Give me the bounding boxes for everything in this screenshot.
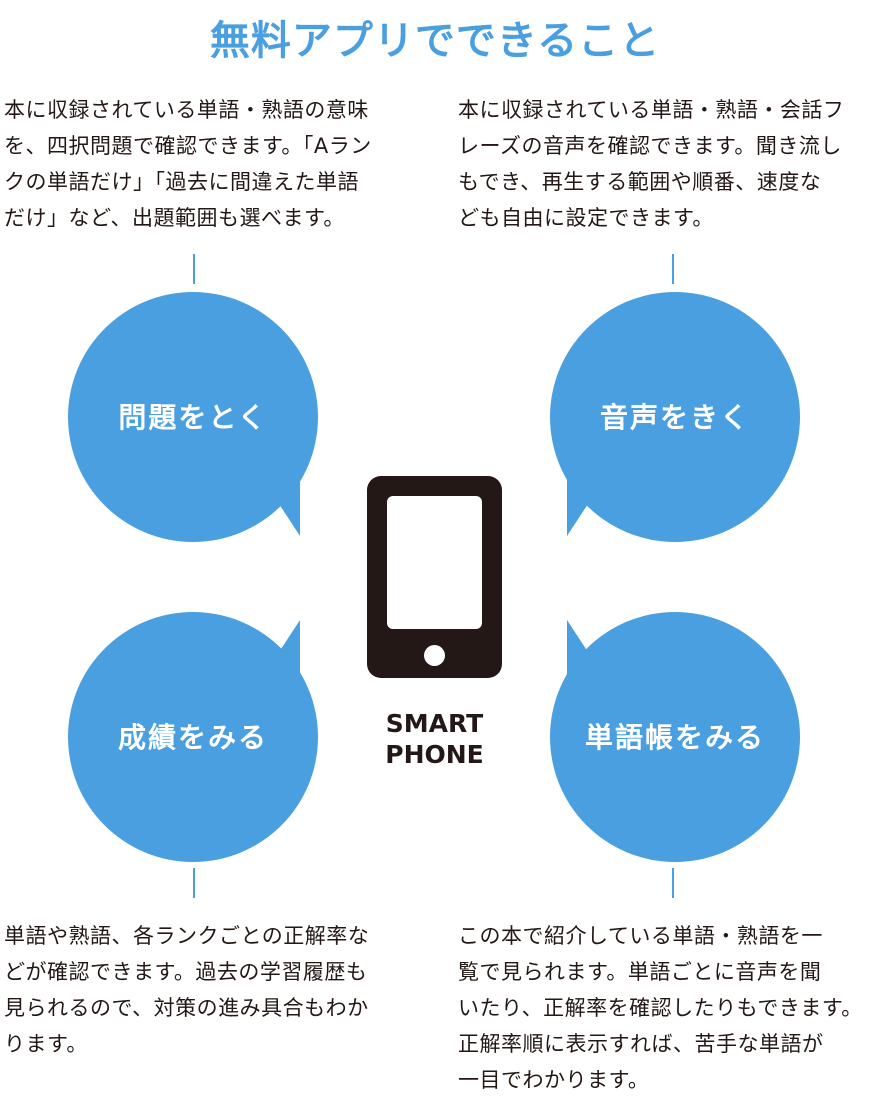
phone-home-button	[424, 645, 445, 666]
phone-screen	[387, 496, 482, 629]
feature-description-wordbook: この本で紹介している単語・熟語を一 覧で見られます。単語ごとに音声を聞 いたり、…	[458, 918, 863, 1098]
smartphone-icon	[367, 476, 502, 678]
description-line: もでき、再生する範囲や順番、速度な	[458, 170, 822, 194]
page-title: 無料アプリでできること	[209, 18, 661, 64]
description-line: レーズの音声を確認できます。聞き流し	[458, 134, 842, 158]
description-line: ります。	[4, 1032, 88, 1056]
description-line: クの単語だけ」「過去に間違えた単語	[4, 170, 359, 194]
description-line: 一目でわかります。	[458, 1068, 650, 1092]
bubble-wordbook[interactable]: 単語帳をみる	[550, 612, 800, 862]
description-line: 本に収録されている単語・熟語・会話フ	[458, 98, 845, 122]
description-line: 見られるので、対策の進み具合もわか	[4, 996, 369, 1020]
bubble-label-quiz: 問題をとく	[118, 401, 268, 434]
connector-line	[672, 254, 674, 284]
bubble-label-wordbook: 単語帳をみる	[584, 721, 765, 754]
description-line: ども自由に設定できます。	[458, 206, 714, 230]
description-line: 単語や熟語、各ランクごとの正解率な	[4, 924, 370, 948]
description-line: 正解率順に表示すれば、苦手な単語が	[458, 1032, 824, 1056]
bubble-label-audio: 音声をきく	[599, 401, 750, 434]
feature-description-audio: 本に収録されている単語・熟語・会話フ レーズの音声を確認できます。聞き流し もで…	[458, 92, 844, 236]
feature-description-results: 単語や熟語、各ランクごとの正解率な どが確認できます。過去の学習履歴も 見られる…	[4, 918, 369, 1062]
connector-line	[193, 254, 195, 284]
description-line: だけ」など、出題範囲も選べます。	[4, 206, 345, 230]
description-line: いたり、正解率を確認したりもできます。	[458, 996, 863, 1020]
feature-description-quiz: 本に収録されている単語・熟語の意味 を、四択問題で確認できます。「Aラン クの単…	[4, 92, 372, 236]
bubble-label-results: 成績をみる	[117, 721, 268, 754]
device-label: SMART PHONE	[367, 708, 502, 770]
description-line: 覧で見られます。単語ごとに音声を聞	[458, 960, 822, 984]
device-label-line: SMART	[385, 709, 484, 738]
bubble-audio[interactable]: 音声をきく	[550, 292, 800, 542]
description-line: どが確認できます。過去の学習履歴も	[4, 960, 368, 984]
description-line: を、四択問題で確認できます。「Aラン	[4, 134, 372, 158]
bubble-results[interactable]: 成績をみる	[68, 612, 318, 862]
description-line: この本で紹介している単語・熟語を一	[458, 924, 823, 948]
connector-line	[672, 868, 674, 898]
connector-line	[193, 868, 195, 898]
device-label-line: PHONE	[385, 740, 484, 769]
bubble-quiz[interactable]: 問題をとく	[68, 292, 318, 542]
description-line: 本に収録されている単語・熟語の意味	[4, 98, 369, 122]
